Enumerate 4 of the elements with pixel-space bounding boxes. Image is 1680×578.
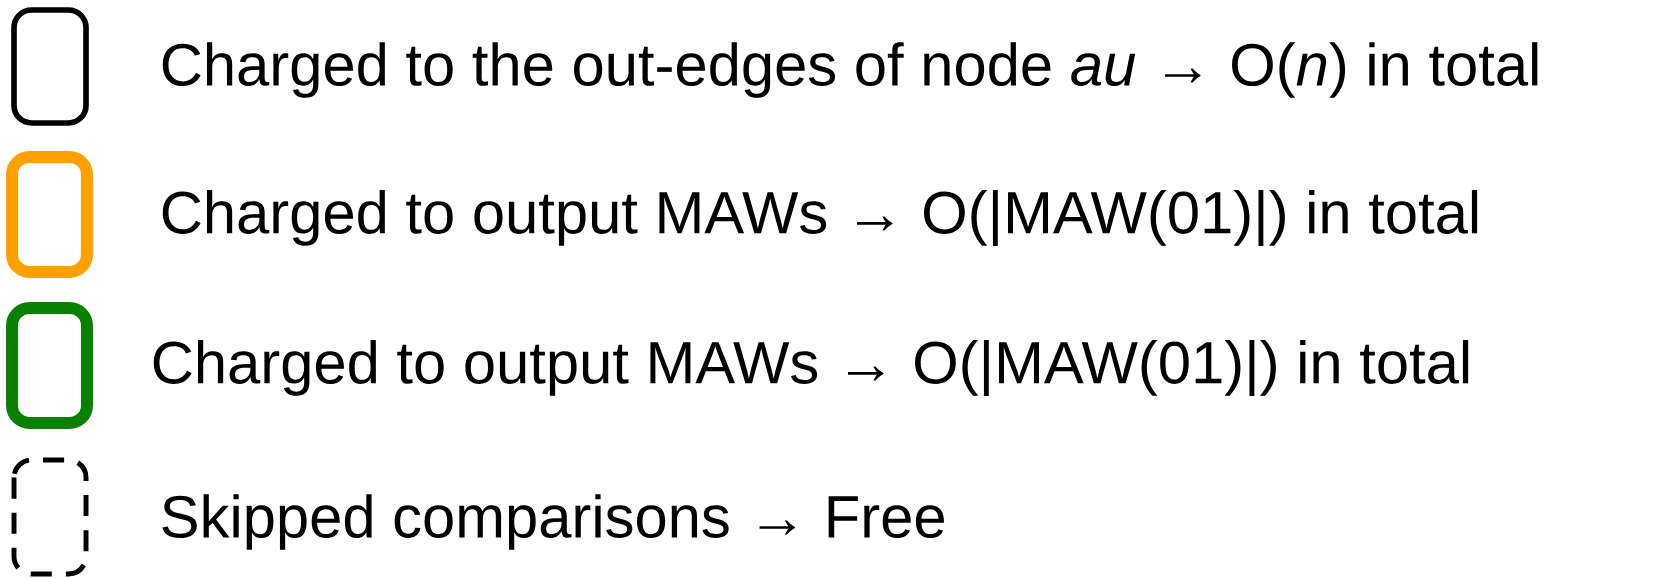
legend-label: Charged to output MAWs → O(|MAW(01)|) in total <box>162 190 1478 246</box>
legend-label: Charged to the out-edges of node au → O(n) in total <box>162 42 1538 98</box>
legend-label: Skipped comparisons → Free <box>162 494 944 550</box>
legend-label: Charged to output MAWs → O(|MAW(01)|) in total <box>153 340 1469 396</box>
